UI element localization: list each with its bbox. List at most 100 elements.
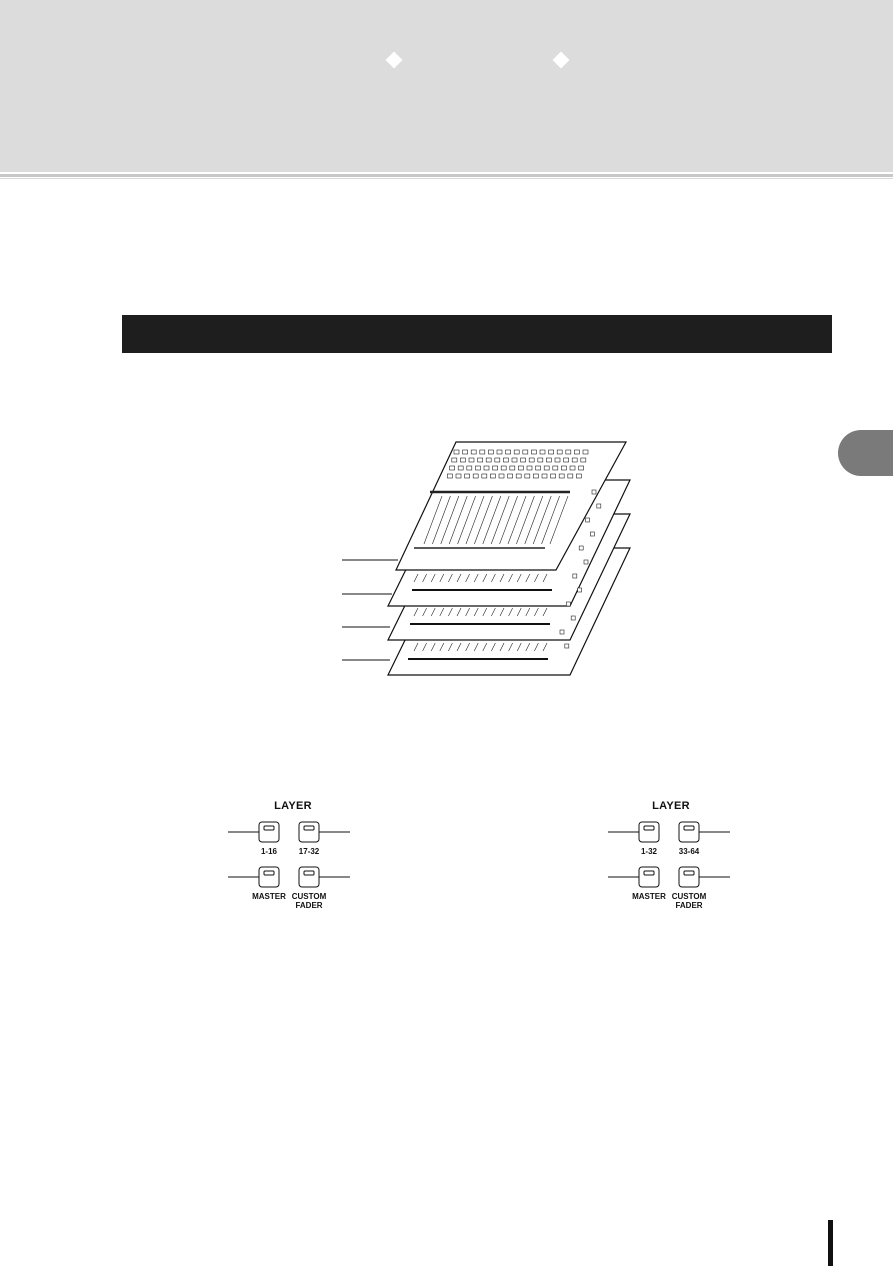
header-band (0, 0, 893, 172)
channel-knob (580, 457, 587, 463)
channel-knob (528, 457, 535, 463)
layer-button-17-32 (298, 821, 320, 843)
channel-knob (479, 449, 486, 455)
channel-tick (448, 607, 453, 617)
channel-tick (465, 642, 470, 652)
layer-button-custom-fader (678, 866, 700, 888)
channel-knob (539, 449, 546, 455)
side-button (585, 517, 590, 523)
channel-tick (534, 607, 539, 617)
channel-tick (499, 642, 505, 652)
button-label-17-32: 17-32 (298, 847, 320, 856)
side-button (564, 643, 570, 649)
layer-panel-right: LAYER 1-32 33-64 MASTER CUSTOM FADER (608, 790, 893, 910)
channel-tick (473, 642, 479, 652)
channel-tick (439, 642, 445, 652)
layer-button-custom-fader (298, 866, 320, 888)
channel-knob (550, 473, 556, 479)
channel-knob (460, 457, 466, 463)
button-label-master: MASTER (252, 892, 286, 901)
channel-tick (456, 642, 462, 652)
channel-knob (464, 473, 470, 479)
channel-tick (413, 573, 419, 583)
channel-tick (499, 573, 505, 583)
header-rule (0, 174, 893, 177)
chapter-tab (838, 430, 893, 476)
channel-tick (534, 573, 539, 583)
fader-slot (432, 495, 451, 545)
channel-knob (535, 465, 541, 471)
channel-tick (473, 573, 479, 583)
channel-knob (472, 473, 479, 479)
channel-knob (571, 457, 578, 463)
channel-knob (466, 465, 473, 471)
channel-knob (507, 473, 513, 479)
channel-tick (508, 573, 513, 583)
side-button (566, 601, 571, 607)
channel-knob (483, 465, 490, 471)
channel-knob (496, 449, 503, 455)
channel-knob (518, 465, 524, 471)
channel-knob (526, 465, 533, 471)
channel-knob (531, 449, 537, 455)
layer-stack-illustration (342, 441, 631, 676)
channel-tick (534, 642, 539, 652)
channel-tick (422, 573, 427, 583)
channel-knob (505, 449, 511, 455)
button-label-master: MASTER (632, 892, 666, 901)
channel-knob (462, 449, 468, 455)
side-button (590, 531, 595, 537)
layer-button-1-16 (258, 821, 280, 843)
channel-tick (508, 642, 513, 652)
channel-knob (485, 457, 492, 463)
layer-button-33-64 (678, 821, 700, 843)
channel-tick (482, 573, 488, 583)
fader-slot (457, 495, 476, 545)
section-heading-bar (122, 315, 832, 353)
fader-slot (516, 495, 535, 545)
channel-tick (542, 573, 548, 583)
channel-tick (491, 607, 496, 617)
channel-tick (422, 642, 427, 652)
channel-knob (451, 457, 458, 463)
channel-knob (449, 465, 455, 471)
side-button (578, 545, 584, 551)
channel-knob (481, 473, 488, 479)
channel-knob (567, 473, 574, 479)
fader-slot (541, 495, 560, 545)
channel-knob (548, 449, 554, 455)
channel-tick (516, 642, 522, 652)
channel-knob (537, 457, 544, 463)
channel-knob (511, 457, 518, 463)
channel-knob (552, 465, 559, 471)
channel-tick (413, 607, 419, 617)
header-rule-thin (0, 178, 893, 179)
channel-knob (515, 473, 522, 479)
channel-knob (453, 449, 460, 455)
side-button (583, 559, 589, 565)
channel-tick (525, 573, 531, 583)
channel-knob (522, 449, 529, 455)
channel-tick (439, 573, 445, 583)
channel-knob (582, 449, 589, 455)
panel-title: LAYER (652, 800, 690, 812)
fader-slot (507, 495, 527, 545)
side-button (591, 489, 597, 495)
channel-knob (494, 457, 501, 463)
channel-knob (500, 465, 507, 471)
fader-slot (423, 495, 443, 545)
channel-knob (578, 465, 584, 471)
fader-slot (482, 495, 502, 545)
channel-knob (503, 457, 509, 463)
channel-tick (499, 607, 505, 617)
layer-button-master (258, 866, 280, 888)
layer-button-1-32 (638, 821, 660, 843)
fader-slot (474, 495, 493, 545)
channel-tick (542, 607, 548, 617)
channel-knob (524, 473, 531, 479)
fader-slot (549, 495, 569, 545)
channel-knob (533, 473, 539, 479)
fader-slot (490, 495, 510, 545)
channel-knob (574, 449, 580, 455)
channel-knob (490, 473, 496, 479)
